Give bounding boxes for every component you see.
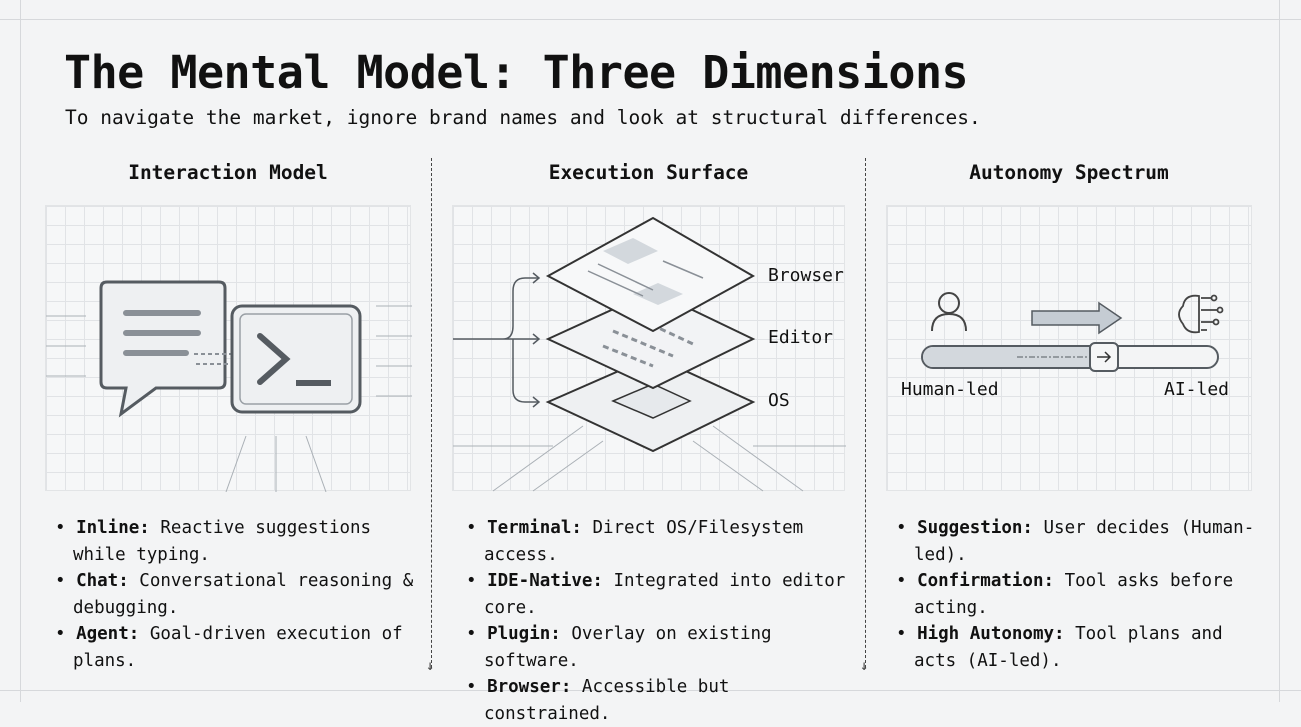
column-heading: Autonomy Spectrum [969, 161, 1169, 184]
os-chip-icon [545, 354, 756, 453]
list-item: • Confirmation: Tool asks before acting. [896, 571, 1234, 618]
frame-line [0, 690, 1301, 691]
list-item: • Suggestion: User decides (Human-led). [896, 518, 1255, 565]
page-title: The Mental Model: Three Dimensions [64, 46, 969, 99]
list-item: • Terminal: Direct OS/Filesystem access. [466, 518, 804, 565]
interaction-model-list: • Inline: Reactive suggestions while typ… [55, 515, 420, 674]
frame-line [1279, 0, 1280, 702]
frame-line [0, 19, 1301, 20]
list-item: • IDE-Native: Integrated into editor cor… [466, 571, 846, 618]
autonomy-spectrum-list: • Suggestion: User decides (Human-led). … [896, 515, 1256, 674]
column-divider [431, 158, 432, 668]
browser-layer-icon [545, 216, 756, 333]
layer-label-editor: Editor [768, 327, 834, 348]
column-divider [865, 158, 866, 668]
autonomy-slider [921, 342, 1219, 372]
column-heading: Execution Surface [548, 161, 749, 184]
execution-surface-illustration [452, 205, 846, 492]
chat-bubble-icon [99, 280, 227, 418]
list-item: • Agent: Goal-driven execution of plans. [55, 624, 403, 671]
list-item: • Inline: Reactive suggestions while typ… [55, 518, 372, 565]
layer-label-os: OS [768, 390, 790, 411]
list-item: • Plugin: Overlay on existing software. [466, 624, 772, 671]
arrow-right-icon [1031, 301, 1123, 335]
page-subtitle: To navigate the market, ignore brand nam… [65, 106, 981, 129]
frame-line [20, 0, 21, 702]
slider-right-label: AI-led [1164, 379, 1230, 400]
arrow-down-icon: ↓ [426, 658, 435, 674]
person-icon [931, 292, 967, 332]
list-item: • High Autonomy: Tool plans and acts (AI… [896, 624, 1223, 671]
layer-label-browser: Browser [768, 265, 844, 286]
arrow-down-icon: ↓ [860, 658, 869, 674]
interaction-model-illustration [45, 205, 412, 492]
autonomy-spectrum-illustration [886, 205, 1252, 491]
brain-circuit-icon [1178, 294, 1224, 334]
terminal-icon [230, 304, 362, 414]
list-item: • Browser: Accessible but constrained. [466, 677, 730, 724]
column-heading: Interaction Model [128, 161, 328, 184]
list-item: • Chat: Conversational reasoning & debug… [55, 571, 414, 618]
execution-surface-list: • Terminal: Direct OS/Filesystem access.… [466, 515, 866, 727]
slider-left-label: Human-led [901, 379, 999, 400]
